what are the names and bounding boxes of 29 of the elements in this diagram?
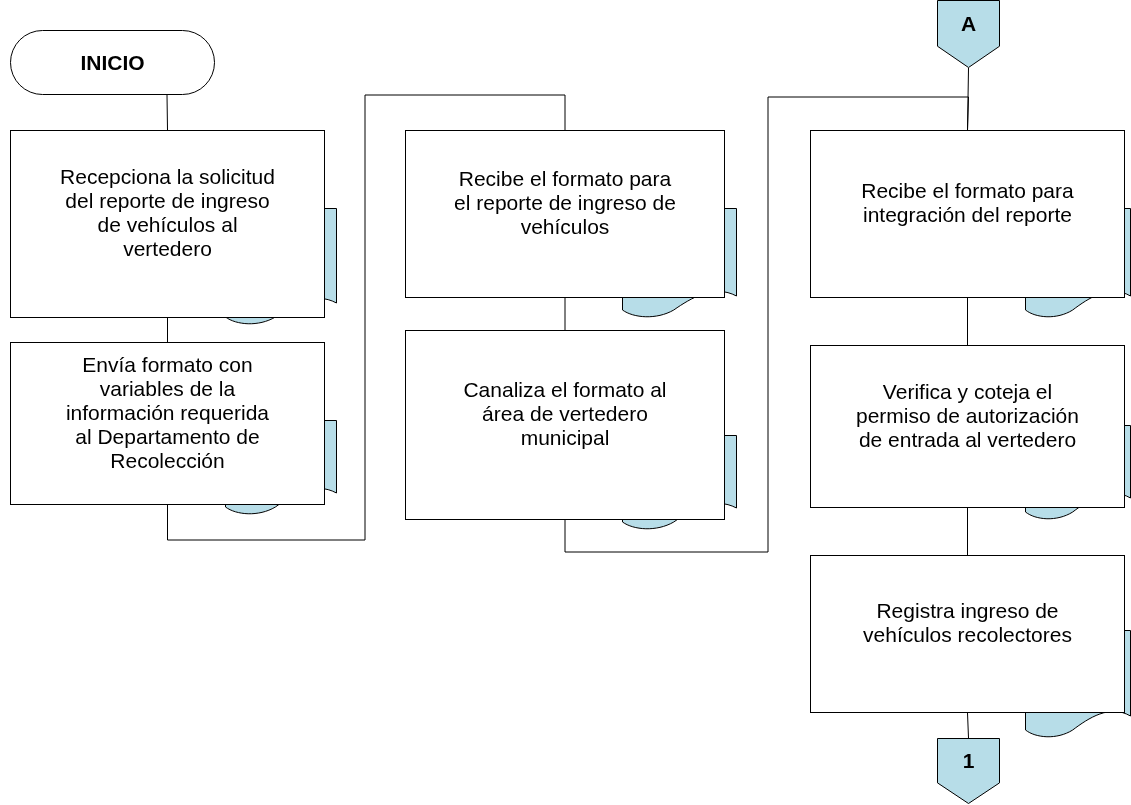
node-label: A	[960, 12, 977, 36]
connector-line	[967, 297, 968, 346]
off-page-connector	[937, 738, 1000, 804]
node-label: INICIO	[80, 50, 145, 75]
process-box	[10, 342, 325, 505]
process-box	[810, 345, 1125, 508]
node-label: Verifica y coteja el permiso de autorización de entrada al vertedero	[855, 379, 1080, 452]
connector-line	[166, 94, 168, 131]
connector-line	[967, 67, 969, 131]
connector-line	[564, 96, 969, 553]
connector-line	[564, 297, 566, 331]
connector-line	[967, 712, 969, 739]
node-label: Recibe el formato para integración del reporte	[860, 179, 1075, 227]
node-label: Registra ingreso de vehículos recolectores	[862, 599, 1073, 647]
process-box	[810, 555, 1125, 713]
node-label: Recepciona la solicitud del reporte de ingreso de vehículos al vertedero	[59, 165, 276, 261]
connector-line	[167, 317, 168, 343]
node-label: 1	[962, 749, 975, 773]
node-label: Recibe el formato para el reporte de ingreso de vehículos	[453, 167, 677, 239]
process-box	[810, 130, 1125, 298]
connector-line	[167, 94, 566, 541]
connector-line	[967, 507, 968, 556]
process-box	[405, 330, 725, 520]
node-label: Envía formato con variables de la información requerida al Departamento de Recolección	[64, 352, 271, 473]
process-box	[10, 130, 325, 318]
node-label: Canaliza el formato al área de vertedero municipal	[462, 378, 668, 450]
document-shape	[622, 435, 737, 530]
off-page-connector	[937, 0, 1000, 68]
process-box	[405, 130, 725, 298]
